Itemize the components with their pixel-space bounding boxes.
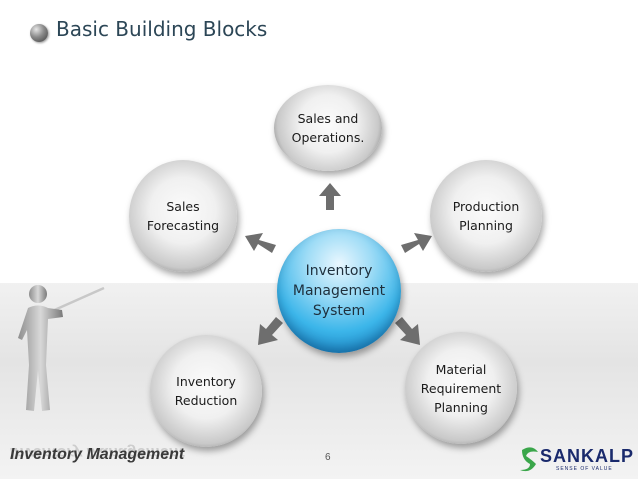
title-bullet-icon xyxy=(30,24,48,42)
arrow-to-right xyxy=(401,233,432,253)
arrow-to-bottom-right xyxy=(395,317,420,345)
node-material-requirement-planning: Material Requirement Planning xyxy=(405,332,517,444)
node-inventory-reduction: Inventory Reduction xyxy=(150,335,262,447)
logo-tagline: SENSE OF VALUE xyxy=(556,466,613,472)
page-number: 6 xyxy=(325,452,331,463)
footer-title: Inventory Management xyxy=(10,446,185,463)
logo-name: SANKALP xyxy=(540,446,635,466)
node-sales-forecasting: Sales Forecasting xyxy=(129,160,237,272)
arrow-to-top xyxy=(319,183,341,210)
node-sales-and-operations: Sales and Operations. xyxy=(274,85,382,171)
node-production-planning: Production Planning xyxy=(430,160,542,272)
presenter-figure-icon xyxy=(18,285,105,411)
sankalp-logo-icon xyxy=(520,447,538,472)
arrow-to-bottom-left xyxy=(258,317,283,345)
slide-title: Basic Building Blocks xyxy=(56,17,268,41)
arrow-to-left xyxy=(245,233,276,253)
center-inventory-management-system: Inventory Management System xyxy=(277,229,401,353)
footer-title-reflection: Inventory Management xyxy=(10,444,185,461)
